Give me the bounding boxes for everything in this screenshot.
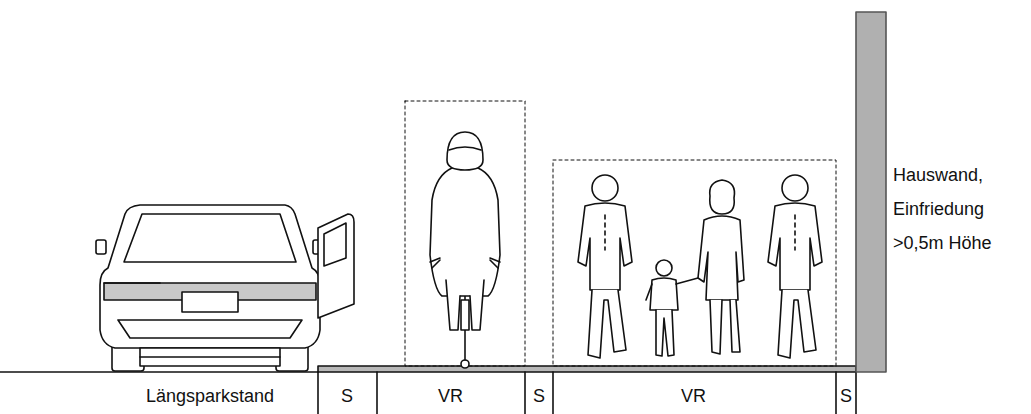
child [646,260,698,356]
pedestrian [578,175,632,358]
road-line [0,371,318,373]
house-wall [856,12,886,372]
sidewalk [318,366,856,372]
dimension-ticks [318,372,856,414]
car [96,205,354,371]
section-label: VR [681,386,706,406]
section-label: Längsparkstand [146,386,274,406]
section-label: VR [438,386,463,406]
clearance-box [553,160,836,366]
pedestrian [768,175,822,358]
cyclist [430,132,500,368]
clearance-box [405,101,525,366]
section-label: S [840,386,852,406]
wall-label: Hauswand, Einfriedung >0,5m Höhe [893,158,1025,260]
section-label: S [341,386,353,406]
pedestrian [698,180,744,354]
section-label: S [533,386,545,406]
